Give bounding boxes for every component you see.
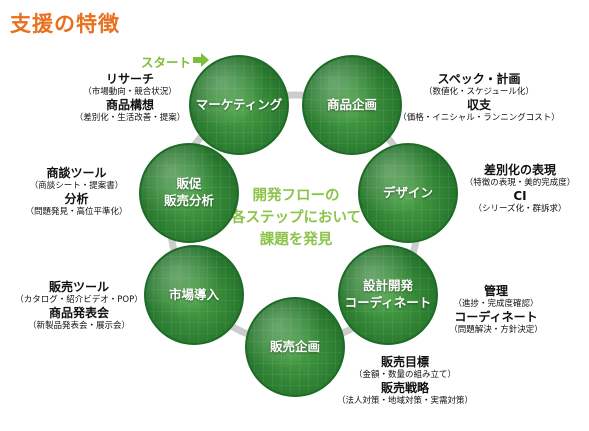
- annotation-product-planning: スペック・計画 （数値化・スケジュール化） 収支 （価格・イニシャル・ランニング…: [394, 72, 564, 124]
- annotation-detail: （差別化・生活改善・提案）: [74, 113, 186, 123]
- annotation-detail: （法人対策・地域対策・実需対策）: [336, 396, 473, 406]
- annotation-heading: CI: [513, 189, 527, 203]
- step-label: デザイン: [382, 184, 433, 200]
- step-design-dev[interactable]: 設計開発 コーディネート: [338, 245, 438, 345]
- annotation-heading: 商談ツール: [46, 166, 107, 180]
- annotation-detail: （問題発見・高位平準化）: [25, 207, 128, 217]
- annotation-heading: 商品構想: [105, 98, 154, 112]
- step-label: マーケティング: [195, 96, 283, 112]
- annotation-heading: 収支: [466, 98, 491, 112]
- center-line: 開発フローの: [252, 188, 340, 204]
- center-message: 開発フローの 各ステップにおいて 課題を発見: [221, 185, 371, 251]
- start-label: スタート: [141, 55, 192, 70]
- annotation-detail: （金額・数量の組み立て）: [353, 370, 456, 380]
- annotation-heading: スペック・計画: [437, 72, 521, 86]
- center-line: 課題を発見: [259, 232, 333, 248]
- annotation-design-dev: 管理 （進捗・完成度確認） コーディネート （問題解決・方針決定）: [436, 284, 556, 336]
- annotation-sales-planning: 販売目標 （金額・数量の組み立て） 販売戦略 （法人対策・地域対策・実需対策）: [330, 355, 480, 407]
- step-sales-planning[interactable]: 販売企画: [245, 297, 345, 397]
- annotation-design: 差別化の表現 （特徴の表現・美的完成度） CI （シリーズ化・群訴求）: [455, 163, 585, 215]
- annotation-heading: 分析: [64, 192, 89, 206]
- step-product-planning[interactable]: 商品企画: [302, 55, 402, 155]
- annotation-detail: （特徴の表現・美的完成度）: [464, 178, 576, 188]
- step-label: 販促: [176, 176, 202, 192]
- annotation-detail: （数値化・スケジュール化）: [424, 87, 534, 97]
- page-title: 支援の特徴: [10, 12, 120, 36]
- step-design[interactable]: デザイン: [358, 143, 458, 243]
- annotation-heading: 商品発表会: [48, 306, 109, 320]
- step-label: 商品企画: [326, 96, 377, 112]
- step-promo-analysis[interactable]: 販促 販売分析: [139, 143, 239, 243]
- center-line: 各ステップにおいて: [230, 210, 362, 226]
- annotation-detail: （市場動向・競合状況）: [83, 87, 177, 97]
- annotation-heading: 販売戦略: [380, 381, 429, 395]
- step-label: 販売分析: [163, 193, 214, 208]
- step-label: 設計開発: [362, 278, 413, 294]
- annotation-detail: （価格・イニシャル・ランニングコスト）: [398, 113, 560, 123]
- annotation-heading: 販売目標: [380, 355, 429, 369]
- step-label: 販売企画: [269, 338, 320, 354]
- annotation-detail: （シリーズ化・群訴求）: [473, 204, 567, 214]
- step-label: 市場導入: [168, 286, 219, 302]
- annotation-detail: （カタログ・紹介ビデオ・POP）: [15, 295, 143, 305]
- step-marketing[interactable]: マーケティング: [189, 55, 289, 155]
- annotation-heading: 差別化の表現: [483, 163, 556, 177]
- step-label: コーディネート: [344, 295, 432, 310]
- annotation-detail: （進捗・完成度確認）: [453, 299, 539, 309]
- step-market-intro[interactable]: 市場導入: [144, 245, 244, 345]
- annotation-heading: 管理: [483, 284, 508, 298]
- annotation-marketing: リサーチ （市場動向・競合状況） 商品構想 （差別化・生活改善・提案）: [70, 72, 190, 124]
- annotation-promo-analysis: 商談ツール （商談シート・提案書） 分析 （問題発見・高位平準化）: [14, 166, 139, 218]
- annotation-heading: 販売ツール: [48, 280, 109, 294]
- annotation-heading: リサーチ: [105, 72, 154, 86]
- annotation-heading: コーディネート: [454, 310, 538, 324]
- annotation-detail: （商談シート・提案書）: [29, 181, 124, 191]
- annotation-detail: （新製品発表会・展示会）: [27, 321, 130, 331]
- annotation-detail: （問題解決・方針決定）: [449, 325, 543, 335]
- annotation-market-intro: 販売ツール （カタログ・紹介ビデオ・POP） 商品発表会 （新製品発表会・展示会…: [4, 280, 154, 332]
